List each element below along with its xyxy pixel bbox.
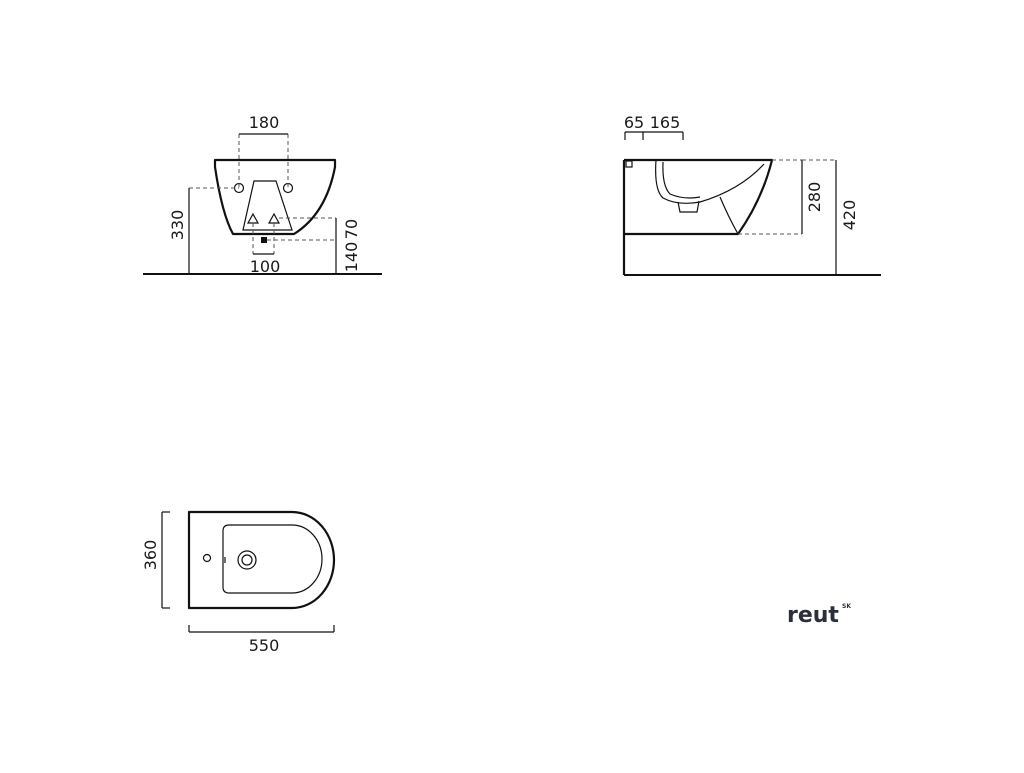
top-drain-outer xyxy=(237,550,257,570)
dim-label-100: 100 xyxy=(250,257,281,276)
side-inner-bowl-inner xyxy=(662,161,701,199)
dim-label-70: 70 xyxy=(342,219,361,239)
dim-label-165: 165 xyxy=(650,113,681,132)
cold-water-connection-icon xyxy=(267,212,281,224)
side-body-outline xyxy=(624,158,774,236)
front-inner-recess xyxy=(242,180,293,231)
top-drain-inner xyxy=(241,554,253,566)
brand-logo: reut SK xyxy=(787,603,851,628)
dim-label-550: 550 xyxy=(249,636,280,655)
front-body-outline xyxy=(213,158,337,236)
side-inner-bowl xyxy=(655,159,765,204)
side-foot-line xyxy=(719,196,739,235)
dim-label-140: 140 xyxy=(342,242,361,273)
side-drain-outlet xyxy=(677,200,700,213)
dim-label-420: 420 xyxy=(840,200,859,231)
brand-logo-superscript: SK xyxy=(842,603,851,610)
top-inner-bowl xyxy=(222,524,323,594)
dim-label-330: 330 xyxy=(168,210,187,241)
drain-connection-icon xyxy=(261,237,267,243)
side-tap-hole xyxy=(625,160,633,168)
top-body-outline xyxy=(187,510,336,610)
side-view: 65 165 280 420 xyxy=(622,113,881,276)
dim-label-360: 360 xyxy=(141,540,160,571)
dim-label-65: 65 xyxy=(624,113,644,132)
top-tap-hole xyxy=(202,553,212,563)
dim-label-280: 280 xyxy=(805,182,824,213)
top-view: 360 550 xyxy=(141,510,336,655)
hot-water-connection-icon xyxy=(246,212,260,224)
dim-label-180: 180 xyxy=(249,113,280,132)
brand-logo-text: reut xyxy=(787,603,839,628)
front-view: 180 330 100 140 70 xyxy=(143,113,382,276)
